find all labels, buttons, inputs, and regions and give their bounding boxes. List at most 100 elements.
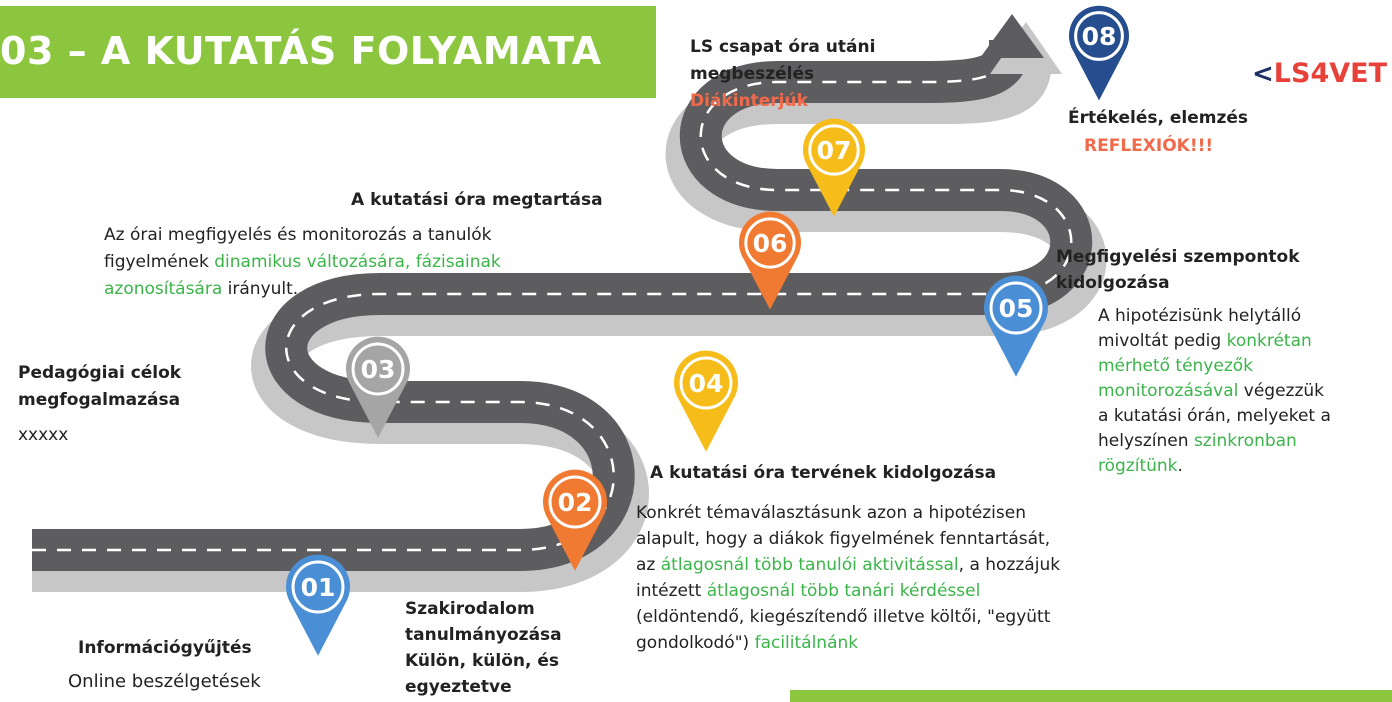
step-06-highlight-1: dinamikus változására, fázisainak (214, 252, 501, 272)
step-06-line-3-b: irányult. (222, 279, 299, 299)
step-06-line-3: azonosítására irányult. (104, 276, 501, 303)
step-05-line-6-a: helyszínen (1098, 431, 1194, 451)
step-04-line-4: intézett átlagosnál több tanári kérdésse… (636, 578, 1060, 604)
step-02-body-line-1: Külön, külön, és (405, 651, 560, 671)
step-05-title-line-2: kidolgozása (1056, 273, 1170, 293)
step-08-highlight: REFLEXIÓK!!! (1084, 136, 1214, 156)
step-04-highlight-1: átlagosnál több tanulói aktivitással (660, 555, 959, 575)
step-08-title: Értékelés, elemzés (1068, 108, 1249, 128)
step-05-highlight-1: konkrétan (1226, 331, 1312, 351)
step-06-body: Az órai megfigyelés és monitorozás a tan… (104, 222, 501, 303)
pin-08-icon: 08 (1069, 5, 1129, 101)
step-07-title-line-2: megbeszélés (690, 64, 815, 84)
pin-02-body (543, 469, 607, 571)
pin-06-ring (744, 217, 796, 269)
pin-06-icon: 06 (739, 211, 801, 310)
pin-08-ring (1074, 11, 1124, 61)
step-05-highlight-3: monitorozásával (1098, 381, 1239, 401)
pin-07-ring (808, 124, 860, 176)
pin-01-ring (291, 560, 345, 614)
step-05-highlight-5: rögzítünk (1098, 456, 1178, 476)
road-arrow-head-front (980, 14, 1044, 58)
footer-band (790, 690, 1392, 702)
step-03-title-line-2: megfogalmazása (18, 390, 181, 410)
pin-07-body (803, 118, 866, 217)
step-05-line-4: monitorozásával végezzük (1098, 379, 1331, 404)
step-04-body: Konkrét témaválasztásunk azon a hipotézi… (636, 500, 1060, 656)
step-04-line-3-a: az (636, 555, 661, 575)
step-04-line-6-a: gondolkodó") (636, 633, 755, 653)
step-04-line-4-a: intézett (636, 581, 707, 601)
logo-text: LS4VET (1273, 58, 1387, 89)
step-04-highlight-3: facilitálnánk (754, 633, 859, 653)
step-05-line-7: rögzítünk. (1098, 454, 1331, 479)
step-06-title: A kutatási óra megtartása (351, 190, 603, 210)
step-05-line-2: mivoltát pedig konkrétan (1098, 329, 1331, 354)
pin-03-icon: 03 (346, 336, 410, 438)
step-04-line-1: Konkrét témaválasztásunk azon a hipotézi… (636, 503, 1026, 523)
pin-03-ring (351, 342, 405, 396)
step-07-highlight: Diákinterjúk (690, 91, 808, 111)
step-04-line-2: alapult, hogy a diákok figyelmének fennt… (636, 529, 1051, 549)
step-08-text: Értékelés, elemzés REFLEXIÓK!!! (1068, 104, 1248, 160)
pin-02-ring (548, 475, 602, 529)
pin-06-label: 06 (753, 229, 788, 258)
road-center-line (32, 40, 1073, 552)
pin-05-ring (989, 281, 1043, 335)
step-05-title: Megfigyelési szempontok kidolgozása (1056, 244, 1300, 296)
step-05-highlight-4: szinkronban (1193, 431, 1297, 451)
step-05-line-5: a kutatási órán, melyeket a (1098, 406, 1331, 426)
pin-layer: 01 02 03 04 05 06 07 08 (286, 5, 1129, 656)
page-title: 03 – A KUTATÁS FOLYAMATA (0, 29, 602, 73)
step-05-body: A hipotézisünk helytálló mivoltát pedig … (1098, 304, 1331, 479)
pin-04-label: 04 (689, 369, 724, 398)
ls4vet-logo: <LS4VET (1252, 58, 1387, 98)
step-02-title-line-1: Szakirodalom (405, 599, 535, 619)
pin-04-body (674, 350, 738, 452)
pin-01-icon: 01 (286, 554, 350, 656)
step-06-line-2-a: figyelmének (104, 252, 215, 272)
step-05-line-7-b: . (1177, 456, 1183, 476)
step-05-highlight-2: mérhető tényezők (1098, 356, 1254, 376)
step-07-text: LS csapat óra utáni megbeszélés Diákinte… (690, 34, 875, 115)
pin-05-label: 05 (999, 294, 1034, 323)
step-06-line-2: figyelmének dinamikus változására, fázis… (104, 249, 501, 276)
pin-03-body (346, 336, 410, 438)
step-05-line-1: A hipotézisünk helytálló (1098, 306, 1302, 326)
title-banner: 03 – A KUTATÁS FOLYAMATA (0, 6, 656, 98)
step-01-title: Információgyűjtés (78, 638, 252, 658)
step-02-title-line-2: tanulmányozása (405, 625, 562, 645)
pin-03-label: 03 (361, 355, 396, 384)
pin-04-icon: 04 (674, 350, 738, 452)
step-05-line-4-b: végezzük (1238, 381, 1324, 401)
pin-04-ring (679, 356, 733, 410)
step-04-line-3-b: , a hozzájuk (958, 555, 1061, 575)
step-03-title-line-1: Pedagógiai célok (18, 363, 182, 383)
step-03-text: Pedagógiai célok megfogalmazása xxxxx (18, 360, 181, 449)
step-05-line-6: helyszínen szinkronban (1098, 429, 1331, 454)
step-02-text: Szakirodalom tanulmányozása Külön, külön… (405, 596, 562, 700)
pin-05-icon: 05 (984, 275, 1048, 377)
step-06-highlight-2: azonosítására (104, 279, 223, 299)
pin-02-label: 02 (558, 488, 593, 517)
step-04-title: A kutatási óra tervének kidolgozása (650, 463, 997, 483)
step-04-highlight-2: átlagosnál több tanári kérdéssel (706, 581, 981, 601)
pin-08-label: 08 (1082, 22, 1117, 51)
pin-07-label: 07 (817, 136, 852, 165)
pin-02-icon: 02 (543, 469, 607, 571)
step-01-body: Online beszélgetések (68, 670, 261, 692)
pin-01-body (286, 554, 350, 656)
step-04-line-6: gondolkodó") facilitálnánk (636, 630, 1060, 656)
pin-01-label: 01 (301, 573, 336, 602)
step-07-title-line-1: LS csapat óra utáni (690, 37, 876, 57)
step-01-text: Információgyűjtés Online beszélgetések (68, 636, 261, 694)
pin-07-icon: 07 (803, 118, 866, 217)
step-05-title-line-1: Megfigyelési szempontok (1056, 247, 1300, 267)
pin-05-body (984, 275, 1048, 377)
step-06-line-1: Az órai megfigyelés és monitorozás a tan… (104, 225, 492, 245)
logo-mark-icon: < (1252, 59, 1274, 89)
step-05-line-2-a: mivoltát pedig (1098, 331, 1227, 351)
step-04-line-3: az átlagosnál több tanulói aktivitással,… (636, 552, 1060, 578)
pin-08-body (1069, 5, 1129, 101)
